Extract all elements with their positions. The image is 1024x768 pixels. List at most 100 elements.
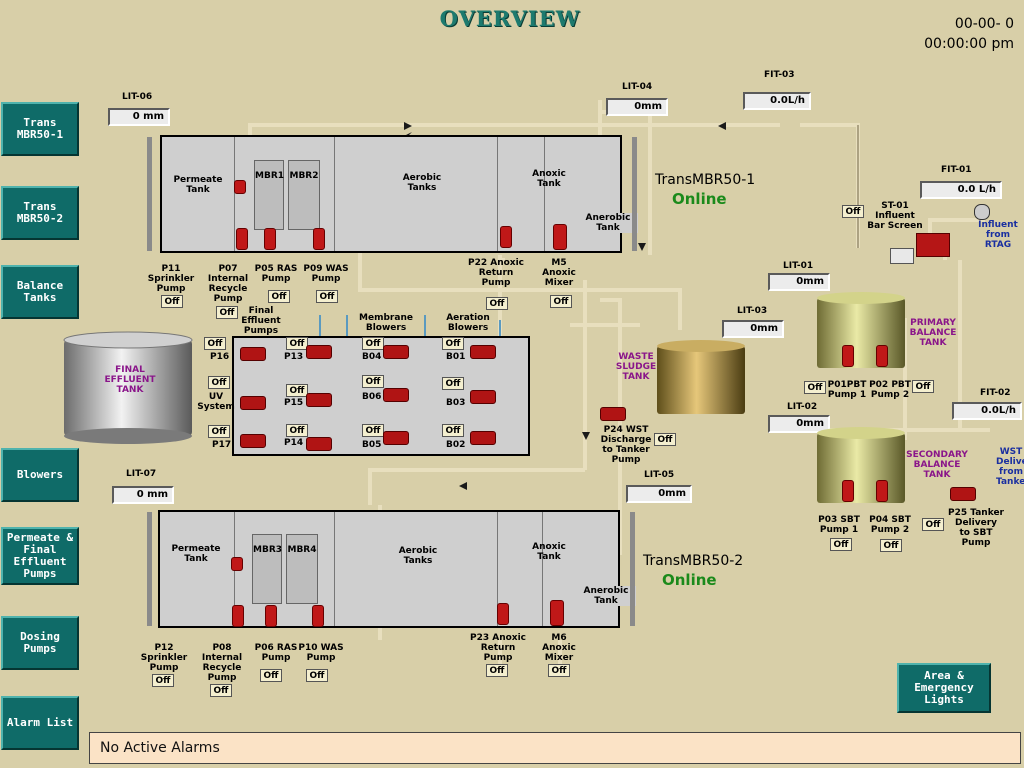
- p23-anoxic-return-pump[interactable]: [497, 603, 509, 625]
- p03-status[interactable]: Off: [830, 538, 852, 551]
- p05-ras-pump[interactable]: [264, 228, 276, 250]
- lit03-display: 0mm: [722, 320, 784, 338]
- p13-status[interactable]: Off: [286, 337, 308, 350]
- p11-sprinkler-pump[interactable]: [234, 180, 246, 194]
- nav-permeate-final-effluent-button[interactable]: Permeate & Final Effluent Pumps: [1, 527, 79, 585]
- mbr3-module[interactable]: MBR3: [252, 534, 282, 604]
- mbr2-module[interactable]: MBR2: [288, 160, 320, 230]
- nav-blowers-button[interactable]: Blowers: [1, 448, 79, 502]
- b04-status[interactable]: Off: [362, 337, 384, 350]
- p09-status[interactable]: Off: [316, 290, 338, 303]
- p08-pump[interactable]: [232, 605, 244, 627]
- uv-system[interactable]: [240, 396, 266, 410]
- p25-pump[interactable]: [950, 487, 976, 501]
- p10-was-pump[interactable]: [312, 605, 324, 627]
- secondary-balance-tank[interactable]: [815, 425, 907, 507]
- p02-status[interactable]: Off: [912, 380, 934, 393]
- clock: 00-00- 0 00:00:00 pm: [894, 14, 1014, 54]
- area-emergency-lights-button[interactable]: Area & Emergency Lights: [897, 663, 991, 713]
- p04-sbt-pump[interactable]: [876, 480, 888, 502]
- p16-status[interactable]: Off: [204, 337, 226, 350]
- b02-blower[interactable]: [470, 431, 496, 445]
- waste-sludge-tank[interactable]: [655, 338, 747, 420]
- p07-status[interactable]: Off: [216, 306, 238, 319]
- b01-status[interactable]: Off: [442, 337, 464, 350]
- p01-pbt-pump[interactable]: [842, 345, 854, 367]
- p22-status[interactable]: Off: [486, 297, 508, 310]
- b04-blower[interactable]: [383, 345, 409, 359]
- final-effluent-tank[interactable]: [62, 330, 194, 448]
- b05-status[interactable]: Off: [362, 424, 384, 437]
- b02-status[interactable]: Off: [442, 424, 464, 437]
- b01-blower[interactable]: [470, 345, 496, 359]
- p17-pump[interactable]: [240, 434, 266, 448]
- nav-balance-tanks-button[interactable]: Balance Tanks: [1, 265, 79, 319]
- mbr1-module[interactable]: MBR1: [254, 160, 284, 230]
- p25-label: P25 Tanker Delivery to SBT Pump: [948, 508, 1004, 548]
- nav-label: Dosing Pumps: [20, 630, 60, 655]
- p15-label: P15: [284, 398, 304, 408]
- p13-pump[interactable]: [306, 345, 332, 359]
- p22-anoxic-return-pump[interactable]: [500, 226, 512, 248]
- p08-status[interactable]: Off: [210, 684, 232, 697]
- b06-status[interactable]: Off: [362, 375, 384, 388]
- train-1-basin: Permeate Tank MBR1 MBR2 Aerobic Tanks An…: [160, 135, 638, 253]
- p16-pump[interactable]: [240, 347, 266, 361]
- influent-valve-icon[interactable]: [974, 204, 990, 220]
- nav-dosing-pumps-button[interactable]: Dosing Pumps: [1, 616, 79, 670]
- fit02-display: 0.0L/h: [952, 402, 1022, 420]
- b05-label: B05: [362, 440, 382, 450]
- st01-label: ST-01 Influent Bar Screen: [867, 201, 923, 231]
- p14-status[interactable]: Off: [286, 424, 308, 437]
- p03-sbt-pump[interactable]: [842, 480, 854, 502]
- b06-blower[interactable]: [383, 388, 409, 402]
- p12-status[interactable]: Off: [152, 674, 174, 687]
- p15-status[interactable]: Off: [286, 384, 308, 397]
- mbr4-module[interactable]: MBR4: [286, 534, 318, 604]
- permeate-tank-label: Permeate Tank: [171, 544, 221, 564]
- aeration-blowers-label: Aeration Blowers: [446, 313, 490, 333]
- p06-ras-pump[interactable]: [265, 605, 277, 627]
- lit02-display: 0mm: [768, 415, 830, 433]
- p12-sprinkler-pump[interactable]: [231, 557, 243, 571]
- p17-status[interactable]: Off: [208, 425, 230, 438]
- m6-anoxic-mixer[interactable]: [550, 600, 564, 626]
- p07-pump[interactable]: [236, 228, 248, 250]
- nav-label: Permeate & Final Effluent Pumps: [6, 531, 74, 580]
- p25-status[interactable]: Off: [922, 518, 944, 531]
- anerobic-tank-label: Anerobic Tank: [576, 586, 636, 606]
- m5-anoxic-mixer[interactable]: [553, 224, 567, 250]
- p06-status[interactable]: Off: [260, 669, 282, 682]
- p24-status[interactable]: Off: [654, 433, 676, 446]
- b03-blower[interactable]: [470, 390, 496, 404]
- lit05-tag: LIT-05: [644, 470, 675, 480]
- p13-label: P13: [284, 352, 304, 362]
- p23-status[interactable]: Off: [486, 664, 508, 677]
- p09-was-pump[interactable]: [313, 228, 325, 250]
- final-effluent-tank-label: FINAL EFFLUENT TANK: [104, 365, 156, 395]
- membrane-blowers-label: Membrane Blowers: [359, 313, 413, 333]
- uv-system-status[interactable]: Off: [208, 376, 230, 389]
- p14-pump[interactable]: [306, 437, 332, 451]
- p15-pump[interactable]: [306, 393, 332, 407]
- p11-status[interactable]: Off: [161, 295, 183, 308]
- screen-bin: [890, 248, 914, 264]
- p04-status[interactable]: Off: [880, 539, 902, 552]
- b05-blower[interactable]: [383, 431, 409, 445]
- m6-status[interactable]: Off: [548, 664, 570, 677]
- p10-status[interactable]: Off: [306, 669, 328, 682]
- p01-status[interactable]: Off: [804, 381, 826, 394]
- p02-pbt-pump[interactable]: [876, 345, 888, 367]
- bar-screen[interactable]: [916, 233, 950, 257]
- p01-label: P01PBT Pump 1: [827, 380, 867, 400]
- p05-status[interactable]: Off: [268, 290, 290, 303]
- nav-trans-mbr50-2-button[interactable]: Trans MBR50-2: [1, 186, 79, 240]
- p24-pump[interactable]: [600, 407, 626, 421]
- b03-status[interactable]: Off: [442, 377, 464, 390]
- primary-balance-tank[interactable]: [815, 290, 907, 372]
- st01-status[interactable]: Off: [842, 205, 864, 218]
- nav-trans-mbr50-1-button[interactable]: Trans MBR50-1: [1, 102, 79, 156]
- m5-status[interactable]: Off: [550, 295, 572, 308]
- p16-label: P16: [210, 352, 230, 362]
- nav-alarm-list-button[interactable]: Alarm List: [1, 696, 79, 750]
